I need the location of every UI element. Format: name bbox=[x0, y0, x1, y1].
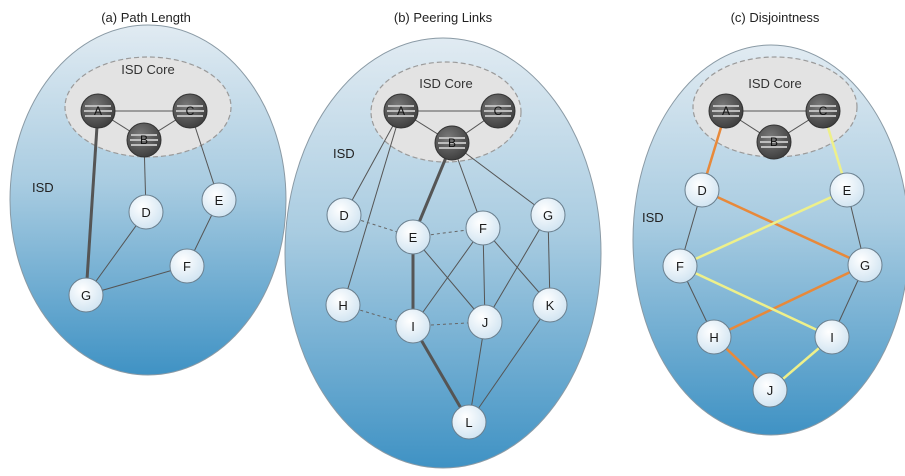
isd-core-label: ISD Core bbox=[748, 76, 801, 91]
node-h: H bbox=[325, 287, 361, 323]
svg-text:C: C bbox=[494, 104, 503, 118]
node-l: L bbox=[451, 404, 487, 440]
isd-label: ISD bbox=[333, 146, 355, 161]
isd-core-label: ISD Core bbox=[419, 76, 472, 91]
core-node-c: C bbox=[480, 93, 516, 129]
orange-d-g bbox=[701, 188, 866, 267]
core-node-c: C bbox=[172, 93, 208, 129]
isd-core-region bbox=[370, 61, 522, 163]
edge-g-j bbox=[484, 214, 549, 323]
svg-text:I: I bbox=[830, 330, 834, 345]
svg-text:G: G bbox=[860, 258, 870, 273]
core-node-a: A bbox=[383, 93, 419, 129]
svg-text:H: H bbox=[338, 298, 347, 313]
core-node-b: B bbox=[434, 125, 470, 161]
panel-title: (a) Path Length bbox=[101, 10, 191, 25]
panel-title: (b) Peering Links bbox=[394, 10, 493, 25]
edge-a-h bbox=[342, 110, 402, 306]
svg-text:H: H bbox=[709, 330, 718, 345]
svg-text:C: C bbox=[186, 104, 195, 118]
svg-text:A: A bbox=[722, 104, 730, 118]
svg-text:D: D bbox=[141, 205, 150, 220]
node-j: J bbox=[467, 304, 503, 340]
orange-g-h bbox=[713, 263, 866, 339]
svg-text:J: J bbox=[482, 315, 489, 330]
svg-text:A: A bbox=[94, 104, 102, 118]
isd-region bbox=[284, 37, 602, 469]
svg-text:J: J bbox=[767, 383, 774, 398]
node-d: D bbox=[326, 197, 362, 233]
yellow-e-f bbox=[679, 188, 848, 268]
node-i: I bbox=[395, 308, 431, 344]
edge-b-g bbox=[451, 142, 549, 216]
svg-text:D: D bbox=[697, 183, 706, 198]
svg-text:K: K bbox=[546, 298, 555, 313]
core-node-c: C bbox=[805, 93, 841, 129]
svg-text:A: A bbox=[397, 104, 405, 118]
node-g: G bbox=[847, 247, 883, 283]
node-e: E bbox=[829, 172, 865, 208]
svg-text:F: F bbox=[479, 221, 487, 236]
node-f: F bbox=[169, 248, 205, 284]
node-g: G bbox=[530, 197, 566, 233]
svg-text:E: E bbox=[215, 193, 224, 208]
svg-text:D: D bbox=[339, 208, 348, 223]
panel-path-length: (a) Path Length ISD ISD Core A B C bbox=[9, 10, 287, 376]
node-d: D bbox=[128, 194, 164, 230]
svg-text:B: B bbox=[448, 136, 456, 150]
node-e: E bbox=[395, 219, 431, 255]
node-f: F bbox=[465, 210, 501, 246]
svg-text:F: F bbox=[183, 259, 191, 274]
isd-core-label: ISD Core bbox=[121, 62, 174, 77]
node-i: I bbox=[814, 319, 850, 355]
svg-text:B: B bbox=[140, 133, 148, 147]
edge-k-l bbox=[468, 304, 551, 423]
svg-text:E: E bbox=[409, 230, 418, 245]
svg-text:F: F bbox=[676, 259, 684, 274]
isd-label: ISD bbox=[642, 210, 664, 225]
svg-text:B: B bbox=[770, 135, 778, 149]
node-h: H bbox=[696, 319, 732, 355]
svg-text:L: L bbox=[465, 415, 472, 430]
svg-text:G: G bbox=[543, 208, 553, 223]
node-j: J bbox=[752, 372, 788, 408]
panel-title: (c) Disjointness bbox=[731, 10, 820, 25]
svg-text:E: E bbox=[843, 183, 852, 198]
panel-disjointness: (c) Disjointness ISD ISD Core bbox=[632, 10, 905, 436]
highlighted-path-a-g bbox=[84, 110, 100, 296]
core-node-b: B bbox=[126, 122, 162, 158]
path-i-l bbox=[411, 325, 471, 423]
core-node-a: A bbox=[708, 93, 744, 129]
edge-a-d bbox=[343, 110, 402, 216]
edge-f-g bbox=[85, 265, 188, 296]
edge-e-j bbox=[412, 236, 486, 323]
isd-label: ISD bbox=[32, 180, 54, 195]
node-e: E bbox=[201, 182, 237, 218]
svg-text:G: G bbox=[81, 288, 91, 303]
core-node-b: B bbox=[756, 124, 792, 160]
node-g: G bbox=[68, 277, 104, 313]
edge-f-i bbox=[412, 227, 484, 327]
node-f: F bbox=[662, 248, 698, 284]
panel-peering-links: (b) Peering Links ISD ISD Core bbox=[284, 10, 602, 469]
yellow-f-i bbox=[679, 264, 833, 339]
node-k: K bbox=[532, 287, 568, 323]
node-d: D bbox=[684, 172, 720, 208]
svg-text:I: I bbox=[411, 319, 415, 334]
svg-text:C: C bbox=[819, 104, 828, 118]
core-node-a: A bbox=[80, 93, 116, 129]
